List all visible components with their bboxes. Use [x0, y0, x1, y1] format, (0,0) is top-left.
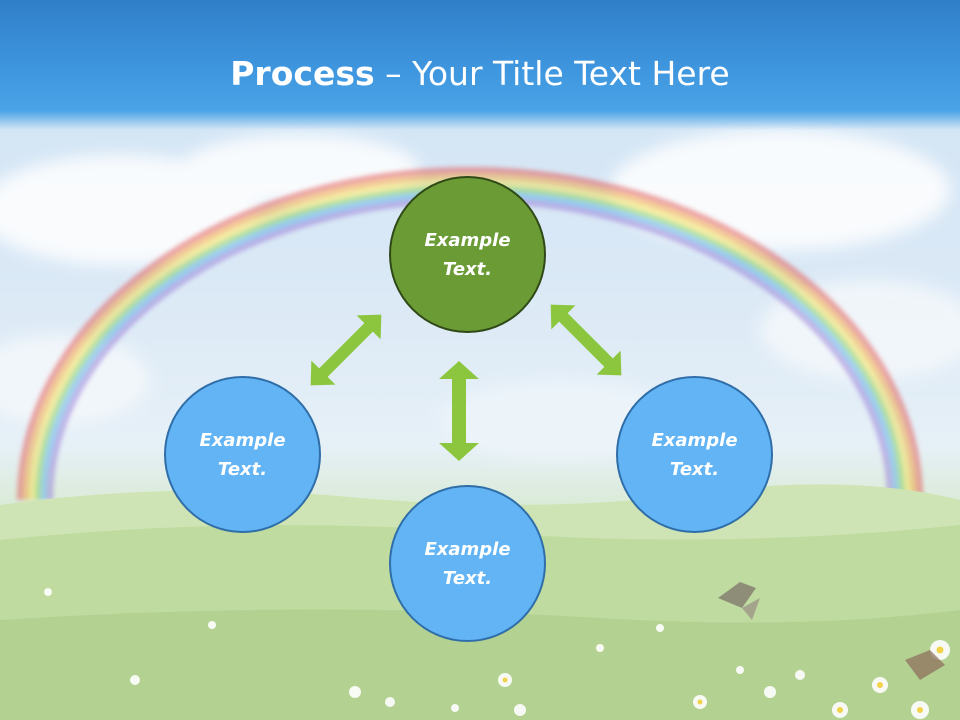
title-rest: – Your Title Text Here: [374, 54, 730, 93]
title-band: [0, 0, 960, 130]
double-arrow-left: [310, 314, 382, 386]
process-node-top[interactable]: Example Text.: [389, 176, 546, 333]
process-node-left[interactable]: Example Text.: [164, 376, 321, 533]
node-label: Example Text.: [424, 229, 511, 280]
node-label: Example Text.: [651, 429, 738, 480]
process-node-right[interactable]: Example Text.: [616, 376, 773, 533]
double-arrow-right: [550, 304, 622, 376]
node-label: Example Text.: [199, 429, 286, 480]
double-arrow-vertical: [439, 361, 479, 461]
title-bold: Process: [230, 54, 375, 93]
meadow-background: [0, 484, 960, 720]
node-label: Example Text.: [424, 538, 511, 589]
page-title: Process – Your Title Text Here: [0, 52, 960, 96]
process-node-bottom[interactable]: Example Text.: [389, 485, 546, 642]
